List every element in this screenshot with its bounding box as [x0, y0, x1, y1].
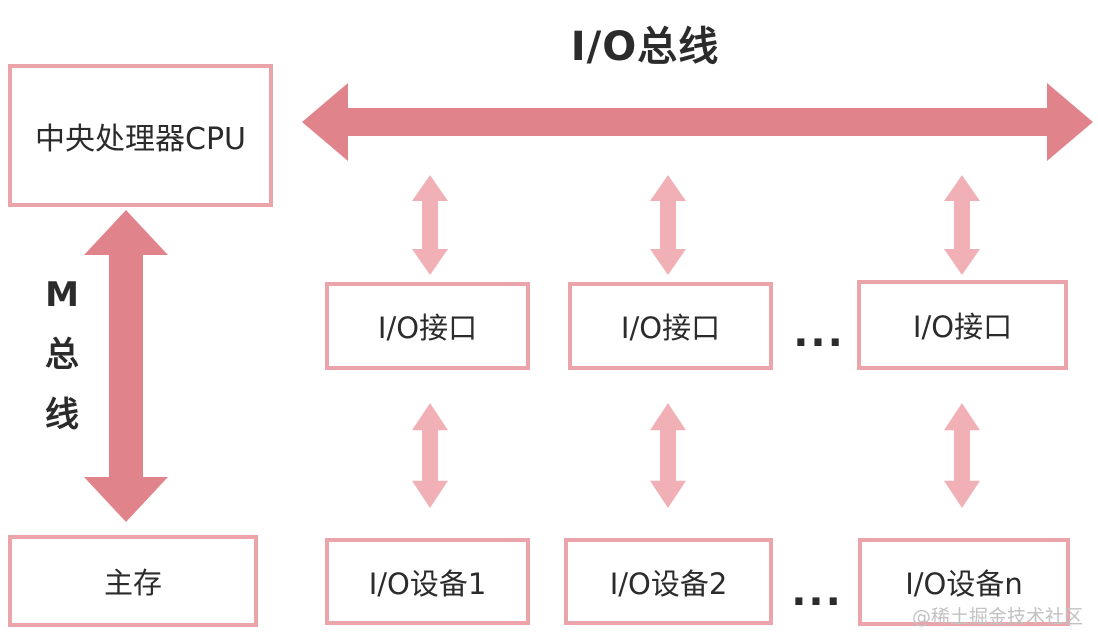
connector-arrow-interface-device-3-icon [944, 403, 980, 508]
m-bus-double-arrow-shape [84, 210, 168, 522]
io-interface-label-1: I/O接口 [377, 311, 478, 345]
watermark: @稀土掘金技术社区 [912, 606, 1084, 628]
connector-arrow-shape [412, 403, 448, 508]
connector-arrow-bus-interface-1-icon [412, 175, 448, 275]
main-memory-label: 主存 [103, 566, 162, 600]
connector-arrow-interface-device-2-icon [650, 403, 686, 508]
io-interface-box-2: I/O接口 [568, 282, 773, 370]
io-device-label-2: I/O设备2 [609, 566, 728, 601]
io-interface-label-2: I/O接口 [620, 311, 721, 345]
io-bus-title: I/O总线 [570, 24, 720, 70]
io-device-box-1: I/O设备1 [325, 538, 530, 625]
m-bus-label: M 总 线 [34, 275, 90, 436]
io-interface-box-1: I/O接口 [325, 282, 530, 370]
connector-arrow-bus-interface-2-icon [650, 175, 686, 275]
connector-arrow-shape [650, 175, 686, 275]
io-device-box-n: I/O设备n [858, 538, 1070, 626]
connector-arrow-bus-interface-3-icon [944, 175, 980, 275]
io-device-label-1: I/O设备1 [368, 566, 487, 601]
m-bus-double-arrow-icon [84, 210, 168, 522]
cpu-label: 中央处理器CPU [35, 121, 246, 157]
m-bus-label-char-1: M [45, 275, 79, 315]
cpu-box: 中央处理器CPU [8, 64, 273, 207]
connector-arrow-shape [412, 175, 448, 275]
ellipsis-interfaces: ... [793, 310, 845, 356]
connector-arrow-shape [944, 175, 980, 275]
io-interface-box-3: I/O接口 [857, 280, 1068, 370]
ellipsis-devices: ... [791, 569, 843, 615]
connector-arrow-interface-device-1-icon [412, 403, 448, 508]
io-bus-double-arrow-shape [302, 83, 1093, 161]
io-device-box-2: I/O设备2 [564, 538, 773, 625]
connector-arrow-shape [650, 403, 686, 508]
connector-arrow-shape [944, 403, 980, 508]
io-interface-label-3: I/O接口 [912, 310, 1013, 344]
main-memory-box: 主存 [8, 535, 258, 627]
m-bus-label-char-2: 总 [45, 335, 79, 376]
m-bus-label-char-3: 线 [45, 395, 79, 436]
io-device-label-n: I/O设备n [905, 567, 1023, 601]
io-bus-double-arrow-icon [302, 83, 1093, 161]
